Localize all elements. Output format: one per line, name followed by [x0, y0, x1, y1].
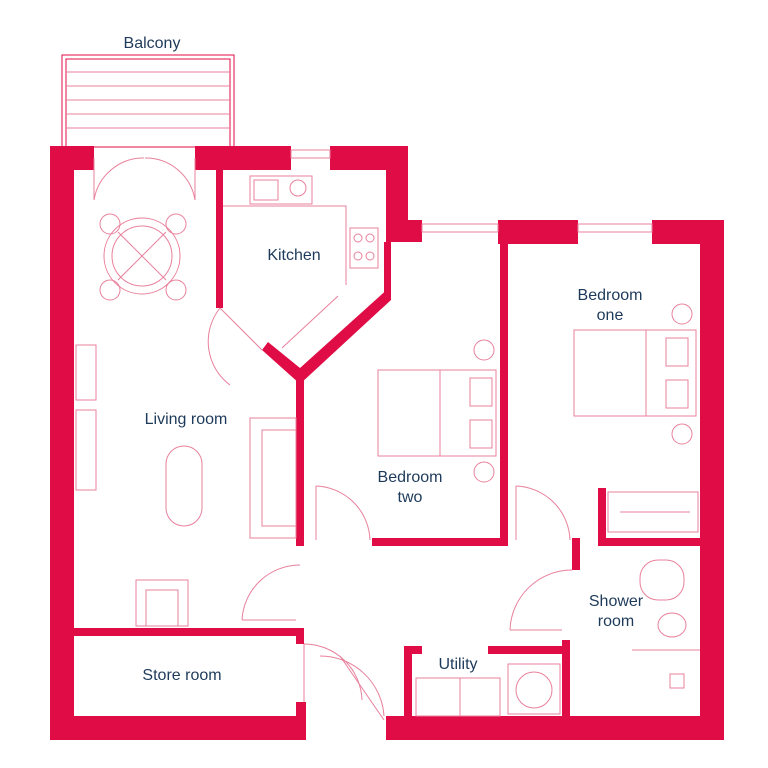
label-store-room: Store room [142, 667, 221, 684]
windows [290, 149, 653, 233]
label-bedroom-two-line2: two [398, 489, 423, 506]
label-bedroom-two-line1: Bedroom [378, 469, 443, 486]
label-balcony: Balcony [124, 35, 181, 52]
label-bedroom-one-line1: Bedroom [578, 287, 643, 304]
label-kitchen: Kitchen [267, 247, 320, 264]
doors [93, 157, 573, 721]
room-labels: Balcony Kitchen Living room Bedroom one … [124, 35, 644, 684]
label-bedroom-one-line2: one [597, 307, 624, 324]
label-living-room: Living room [145, 411, 228, 428]
label-utility: Utility [438, 656, 477, 673]
walls [50, 146, 724, 740]
label-shower-room-line2: room [598, 613, 634, 630]
label-shower-room-line1: Shower [589, 593, 644, 610]
balcony [61, 54, 235, 148]
furniture [75, 175, 700, 717]
